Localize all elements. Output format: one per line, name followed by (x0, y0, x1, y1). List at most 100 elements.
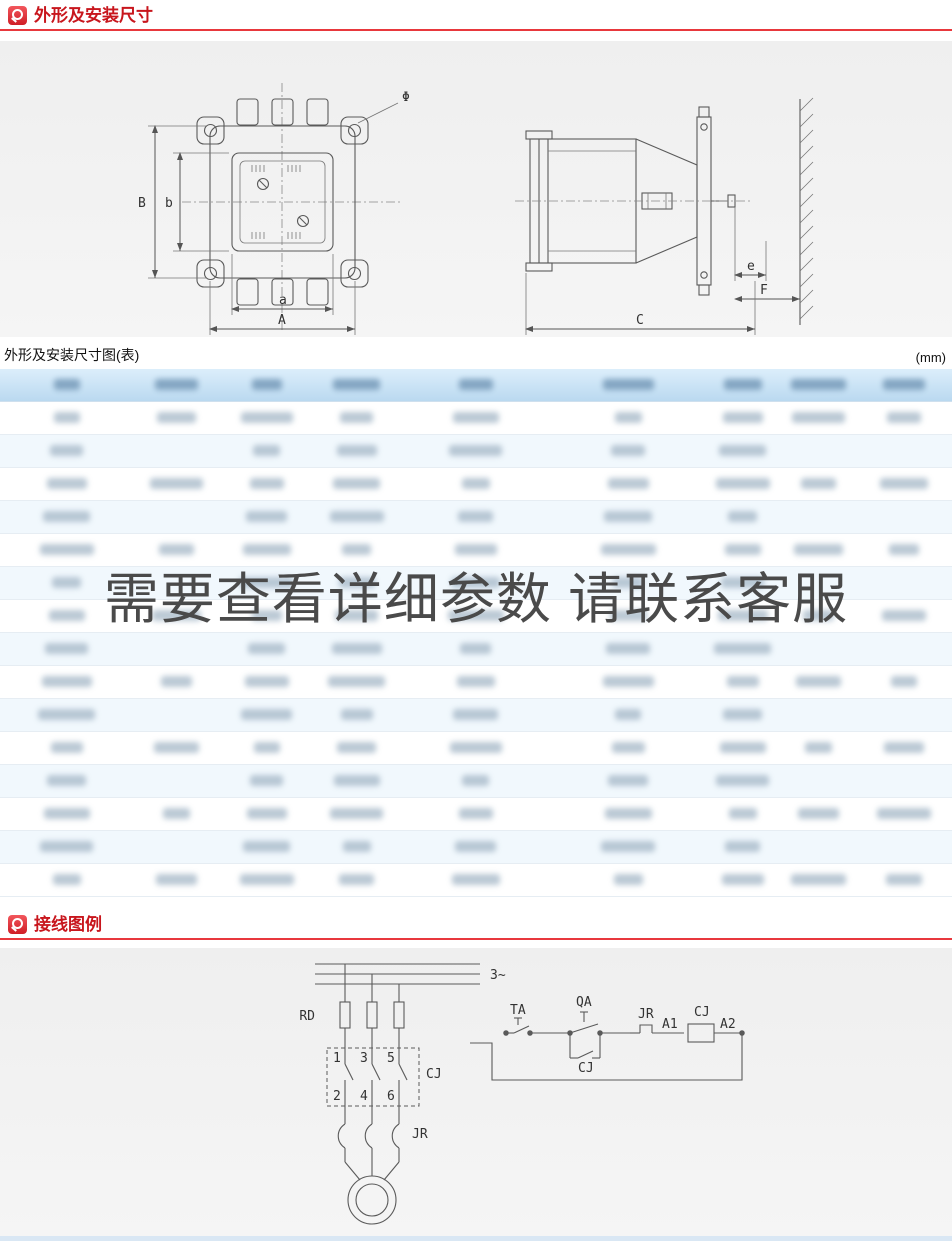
wiring-section: 接线图例 3~ (0, 909, 952, 1236)
table-row (0, 698, 952, 732)
table-cell (399, 731, 553, 765)
table-cell (552, 632, 705, 666)
bookmark-icon (8, 915, 27, 934)
table-cell (704, 467, 781, 501)
dim-label-F: F (760, 283, 768, 298)
coil-label: CJ (694, 1005, 710, 1020)
table-cell (314, 533, 400, 567)
table-cell (856, 500, 952, 534)
table-cell (0, 467, 134, 501)
table-header-cell (704, 369, 781, 402)
table-cell (856, 401, 952, 435)
table-caption: 外形及安装尺寸图(表) (4, 347, 140, 363)
table-cell (314, 632, 400, 666)
table-cell (133, 566, 219, 600)
table-cell (856, 731, 952, 765)
wiring-diagram: 3~ RD (299, 963, 745, 1225)
table-row (0, 500, 952, 534)
table-cell (218, 665, 315, 699)
table-cell (314, 500, 400, 534)
table-cell (314, 401, 400, 435)
table-cell (133, 467, 219, 501)
table-header-cell (218, 369, 315, 402)
table-cell (780, 764, 857, 798)
table-cell (552, 434, 705, 468)
table-cell (780, 467, 857, 501)
table-header-cell (856, 369, 952, 402)
dimension-drawings-panel: Φ B b a (0, 41, 952, 337)
table-cell (704, 566, 781, 600)
table-cell (399, 500, 553, 534)
table-row (0, 830, 952, 864)
unit-label: (mm) (915, 350, 946, 365)
table-cell (780, 401, 857, 435)
dim-label-b: b (165, 196, 173, 211)
table-cell (0, 797, 134, 831)
table-cell (704, 797, 781, 831)
dim-label-B: B (138, 196, 146, 211)
table-cell (552, 500, 705, 534)
dimensions-section-header: 外形及安装尺寸 (0, 0, 952, 29)
table-header-cell (552, 369, 705, 402)
table-header-cell (780, 369, 857, 402)
start-button-label: QA (576, 995, 592, 1010)
table-cell (780, 797, 857, 831)
dimensions-section: 外形及安装尺寸 (0, 0, 952, 897)
table-cell (133, 797, 219, 831)
table-cell (552, 665, 705, 699)
section-divider (0, 29, 952, 31)
fuse-label: RD (299, 1009, 315, 1024)
table-cell (399, 566, 553, 600)
table-cell (704, 533, 781, 567)
dimensions-section-title: 外形及安装尺寸 (34, 6, 153, 25)
side-view: e F C (515, 97, 814, 335)
table-cell (780, 830, 857, 864)
table-cell (704, 599, 781, 633)
table-cell (133, 698, 219, 732)
table-cell (133, 863, 219, 897)
table-cell (780, 533, 857, 567)
table-row (0, 665, 952, 699)
table-cell (0, 863, 134, 897)
table-cell (399, 797, 553, 831)
table-cell (399, 401, 553, 435)
thermal-relay-label: JR (412, 1127, 428, 1142)
table-cell (780, 599, 857, 633)
table-cell (704, 698, 781, 732)
table-cell (552, 731, 705, 765)
table-cell (218, 830, 315, 864)
table-cell (704, 863, 781, 897)
contact-number-5: 5 (387, 1051, 395, 1066)
table-cell (704, 665, 781, 699)
table-cell (399, 632, 553, 666)
table-cell (780, 731, 857, 765)
table-cell (856, 533, 952, 567)
table-row (0, 764, 952, 798)
table-header-cell (314, 369, 400, 402)
table-cell (399, 863, 553, 897)
table-header-cell (0, 369, 134, 402)
table-cell (856, 830, 952, 864)
table-header-cell (133, 369, 219, 402)
stop-button-label: TA (510, 1003, 526, 1018)
dimension-table-wrap: 需要查看详细参数 请联系客服 (0, 369, 952, 897)
table-cell (780, 500, 857, 534)
table-cell (856, 863, 952, 897)
contact-number-4: 4 (360, 1089, 368, 1104)
table-cell (314, 434, 400, 468)
section-divider (0, 938, 952, 940)
table-cell (552, 797, 705, 831)
table-cell (856, 599, 952, 633)
table-cell (552, 566, 705, 600)
jr-contact-label: JR (638, 1007, 654, 1022)
table-cell (704, 401, 781, 435)
table-caption-row: 外形及安装尺寸图(表) (mm) (0, 337, 952, 369)
dimension-table (0, 369, 952, 897)
page-bottom-strip (0, 1236, 952, 1241)
table-cell (218, 632, 315, 666)
table-cell (552, 599, 705, 633)
table-cell (218, 500, 315, 534)
table-cell (314, 467, 400, 501)
table-row (0, 863, 952, 897)
table-cell (552, 863, 705, 897)
